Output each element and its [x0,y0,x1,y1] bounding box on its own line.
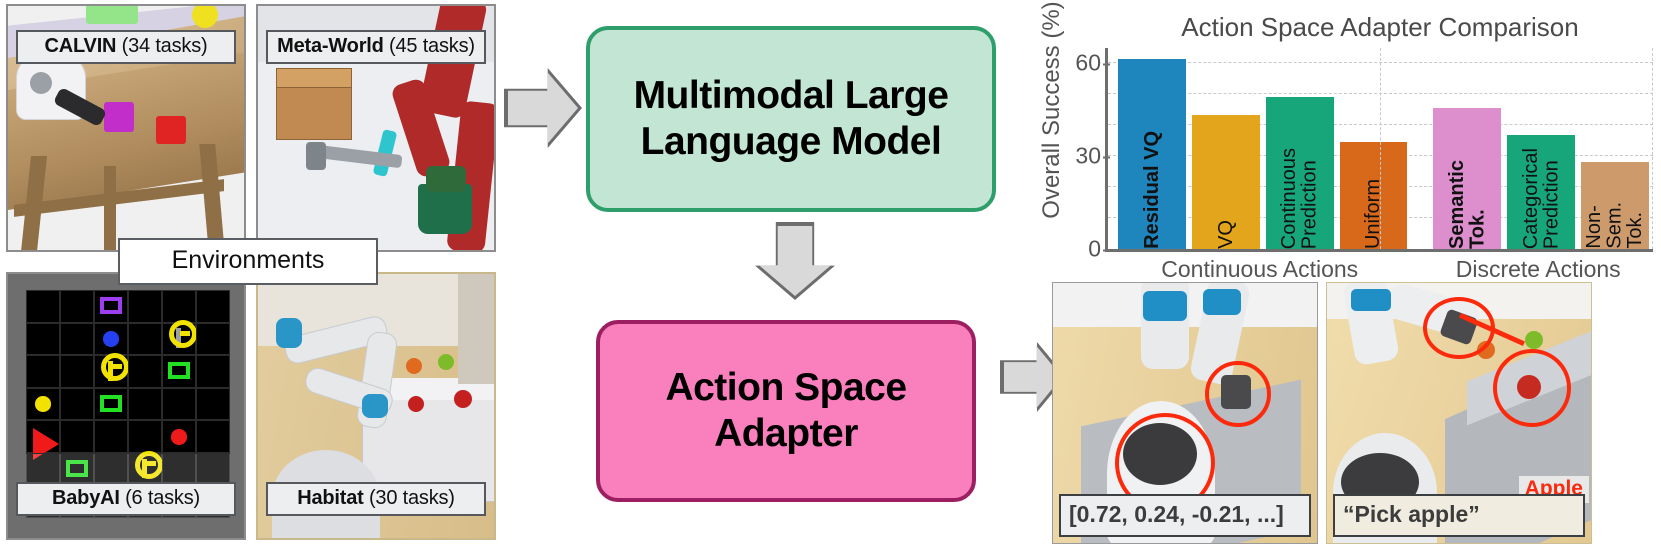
chart-bar[interactable]: Residual VQ [1118,58,1186,249]
env-tasks-babyai: (6 tasks) [125,487,200,509]
env-caption-meta-world: Meta-World (45 tasks) [266,30,486,64]
chart-bar-label: Non-Sem. Tok. [1583,202,1647,249]
chart-bar[interactable]: Continuous Prediction [1265,97,1334,249]
chart-bar[interactable]: Semantic Tok. [1433,108,1502,249]
action-space-adapter-comparison-chart: Action Space Adapter Comparison Overall … [1010,1,1661,290]
environments-group-label: Environments [118,238,378,285]
output-tile-continuous-action[interactable]: [0.72, 0.24, -0.21, ...] [1052,282,1318,544]
env-tile-meta-world[interactable]: Meta-World (45 tasks) [256,4,496,252]
chart-y-tick: 0 [1088,235,1110,262]
chart-title: Action Space Adapter Comparison [1181,12,1579,42]
arrow-down-icon-mllm-to-asa [759,226,831,296]
chart-bar-label: Uniform [1362,178,1385,249]
env-tasks-calvin: (34 tasks) [121,35,208,57]
env-name-meta-world: Meta-World [277,35,384,57]
mllm-box[interactable]: Multimodal Large Language Model [586,26,996,212]
chart-bar-label: VQ [1214,220,1237,249]
highlight-circle-gripper [1205,361,1271,427]
env-tile-habitat[interactable]: Habitat (30 tasks) [256,272,496,540]
chart-bar[interactable]: Uniform [1339,142,1408,249]
chart-bar-label: Semantic Tok. [1445,160,1489,249]
chart-vertical-gridline [1652,48,1653,249]
chart-bar-label: Residual VQ [1140,131,1163,249]
env-tasks-habitat: (30 tasks) [368,487,455,509]
env-caption-calvin: CALVIN (34 tasks) [16,30,236,64]
action-space-adapter-box[interactable]: Action Space Adapter [596,320,976,502]
environments-panel: CALVIN (34 tasks) Meta- [0,0,500,554]
arrow-right-icon-env-to-mllm [508,72,578,144]
env-tasks-meta-world: (45 tasks) [389,35,475,57]
env-tile-babyai[interactable]: BabyAI (6 tasks) [6,272,246,540]
output-caption-continuous-action: [0.72, 0.24, -0.21, ...] [1059,494,1311,537]
chart-bar[interactable]: Non-Sem. Tok. [1581,162,1649,249]
asa-label-line2: Adapter [714,412,858,455]
chart-y-axis-label: Overall Success (%) [1038,1,1065,219]
chart-group-label: Discrete Actions [1455,256,1621,282]
env-name-babyai: BabyAI [52,487,120,509]
env-name-habitat: Habitat [297,487,364,509]
output-caption-language-action: “Pick apple” [1333,494,1585,537]
chart-gridline [1108,93,1653,95]
chart-bar[interactable]: VQ [1191,114,1260,249]
highlight-circle-apple [1493,349,1571,427]
env-name-calvin: CALVIN [44,35,117,57]
env-caption-habitat: Habitat (30 tasks) [266,482,486,516]
chart-vertical-gridline [1379,48,1381,249]
asa-label-line1: Action Space [665,365,907,409]
mllm-label-line1: Multimodal Large [633,73,949,117]
chart-bar-label: Continuous Prediction [1278,147,1321,249]
chart-y-tick: 30 [1075,142,1110,169]
chart-gridline [1108,124,1653,126]
chart-group-label: Continuous Actions [1161,256,1359,282]
chart-y-tick: 60 [1075,49,1110,76]
mllm-label-line2: Language Model [640,120,942,163]
env-tile-calvin[interactable]: CALVIN (34 tasks) [6,4,246,252]
chart-bar-label: Categorical Prediction [1519,147,1563,249]
chart-bar[interactable]: Categorical Prediction [1507,134,1576,249]
output-tile-language-action[interactable]: Apple “Pick apple” [1326,282,1592,544]
env-caption-babyai: BabyAI (6 tasks) [16,482,236,516]
chart-gridline [1108,62,1653,64]
